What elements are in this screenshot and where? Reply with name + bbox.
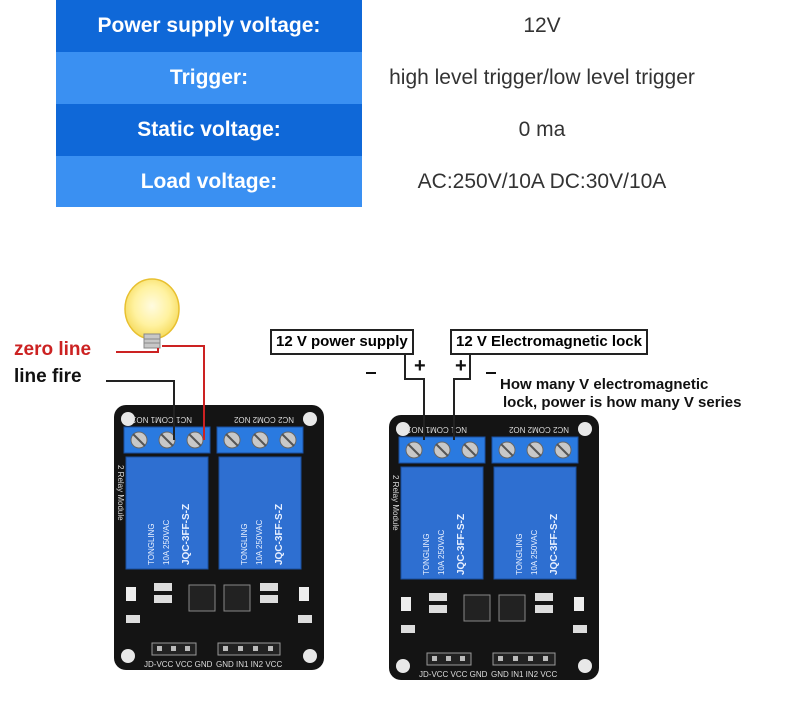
lock-plus-sign: + — [455, 355, 467, 377]
spec-label-static: Static voltage: — [56, 104, 362, 156]
spec-value-load: AC:250V/10A DC:30V/10A — [417, 170, 667, 193]
electromagnetic-lock-label: 12 V Electromagnetic lock — [450, 329, 648, 355]
spec-value-trigger: high level trigger/low level trigger — [389, 66, 695, 89]
spec-label-load: Load voltage: — [56, 156, 362, 207]
lock-plus-wire — [453, 352, 471, 440]
spec-table: Power supply voltage: Trigger: Static vo… — [56, 0, 362, 207]
spec-value-power: 12V — [523, 14, 561, 37]
relay-board-left — [113, 404, 325, 671]
bulb-to-no1-wire — [162, 345, 205, 440]
spec-label-trigger: Trigger: — [56, 52, 362, 104]
zero-line-wire — [116, 348, 159, 353]
power-supply-label: 12 V power supply — [270, 329, 414, 355]
power-plus-sign: + — [414, 355, 426, 377]
zero-line-label: zero line — [14, 339, 92, 360]
power-plus-wire — [404, 352, 425, 440]
line-fire-wire — [106, 380, 175, 440]
line-fire-label: line fire — [14, 366, 82, 387]
spec-label-power: Power supply voltage: — [56, 0, 362, 52]
spec-value-static: 0 ma — [518, 118, 566, 141]
relay-board-right — [388, 414, 600, 681]
note-line-1: How many V electromagnetic — [500, 376, 709, 393]
note-line-2: lock, power is how many V series — [503, 394, 742, 411]
light-bulb-icon — [124, 278, 180, 349]
